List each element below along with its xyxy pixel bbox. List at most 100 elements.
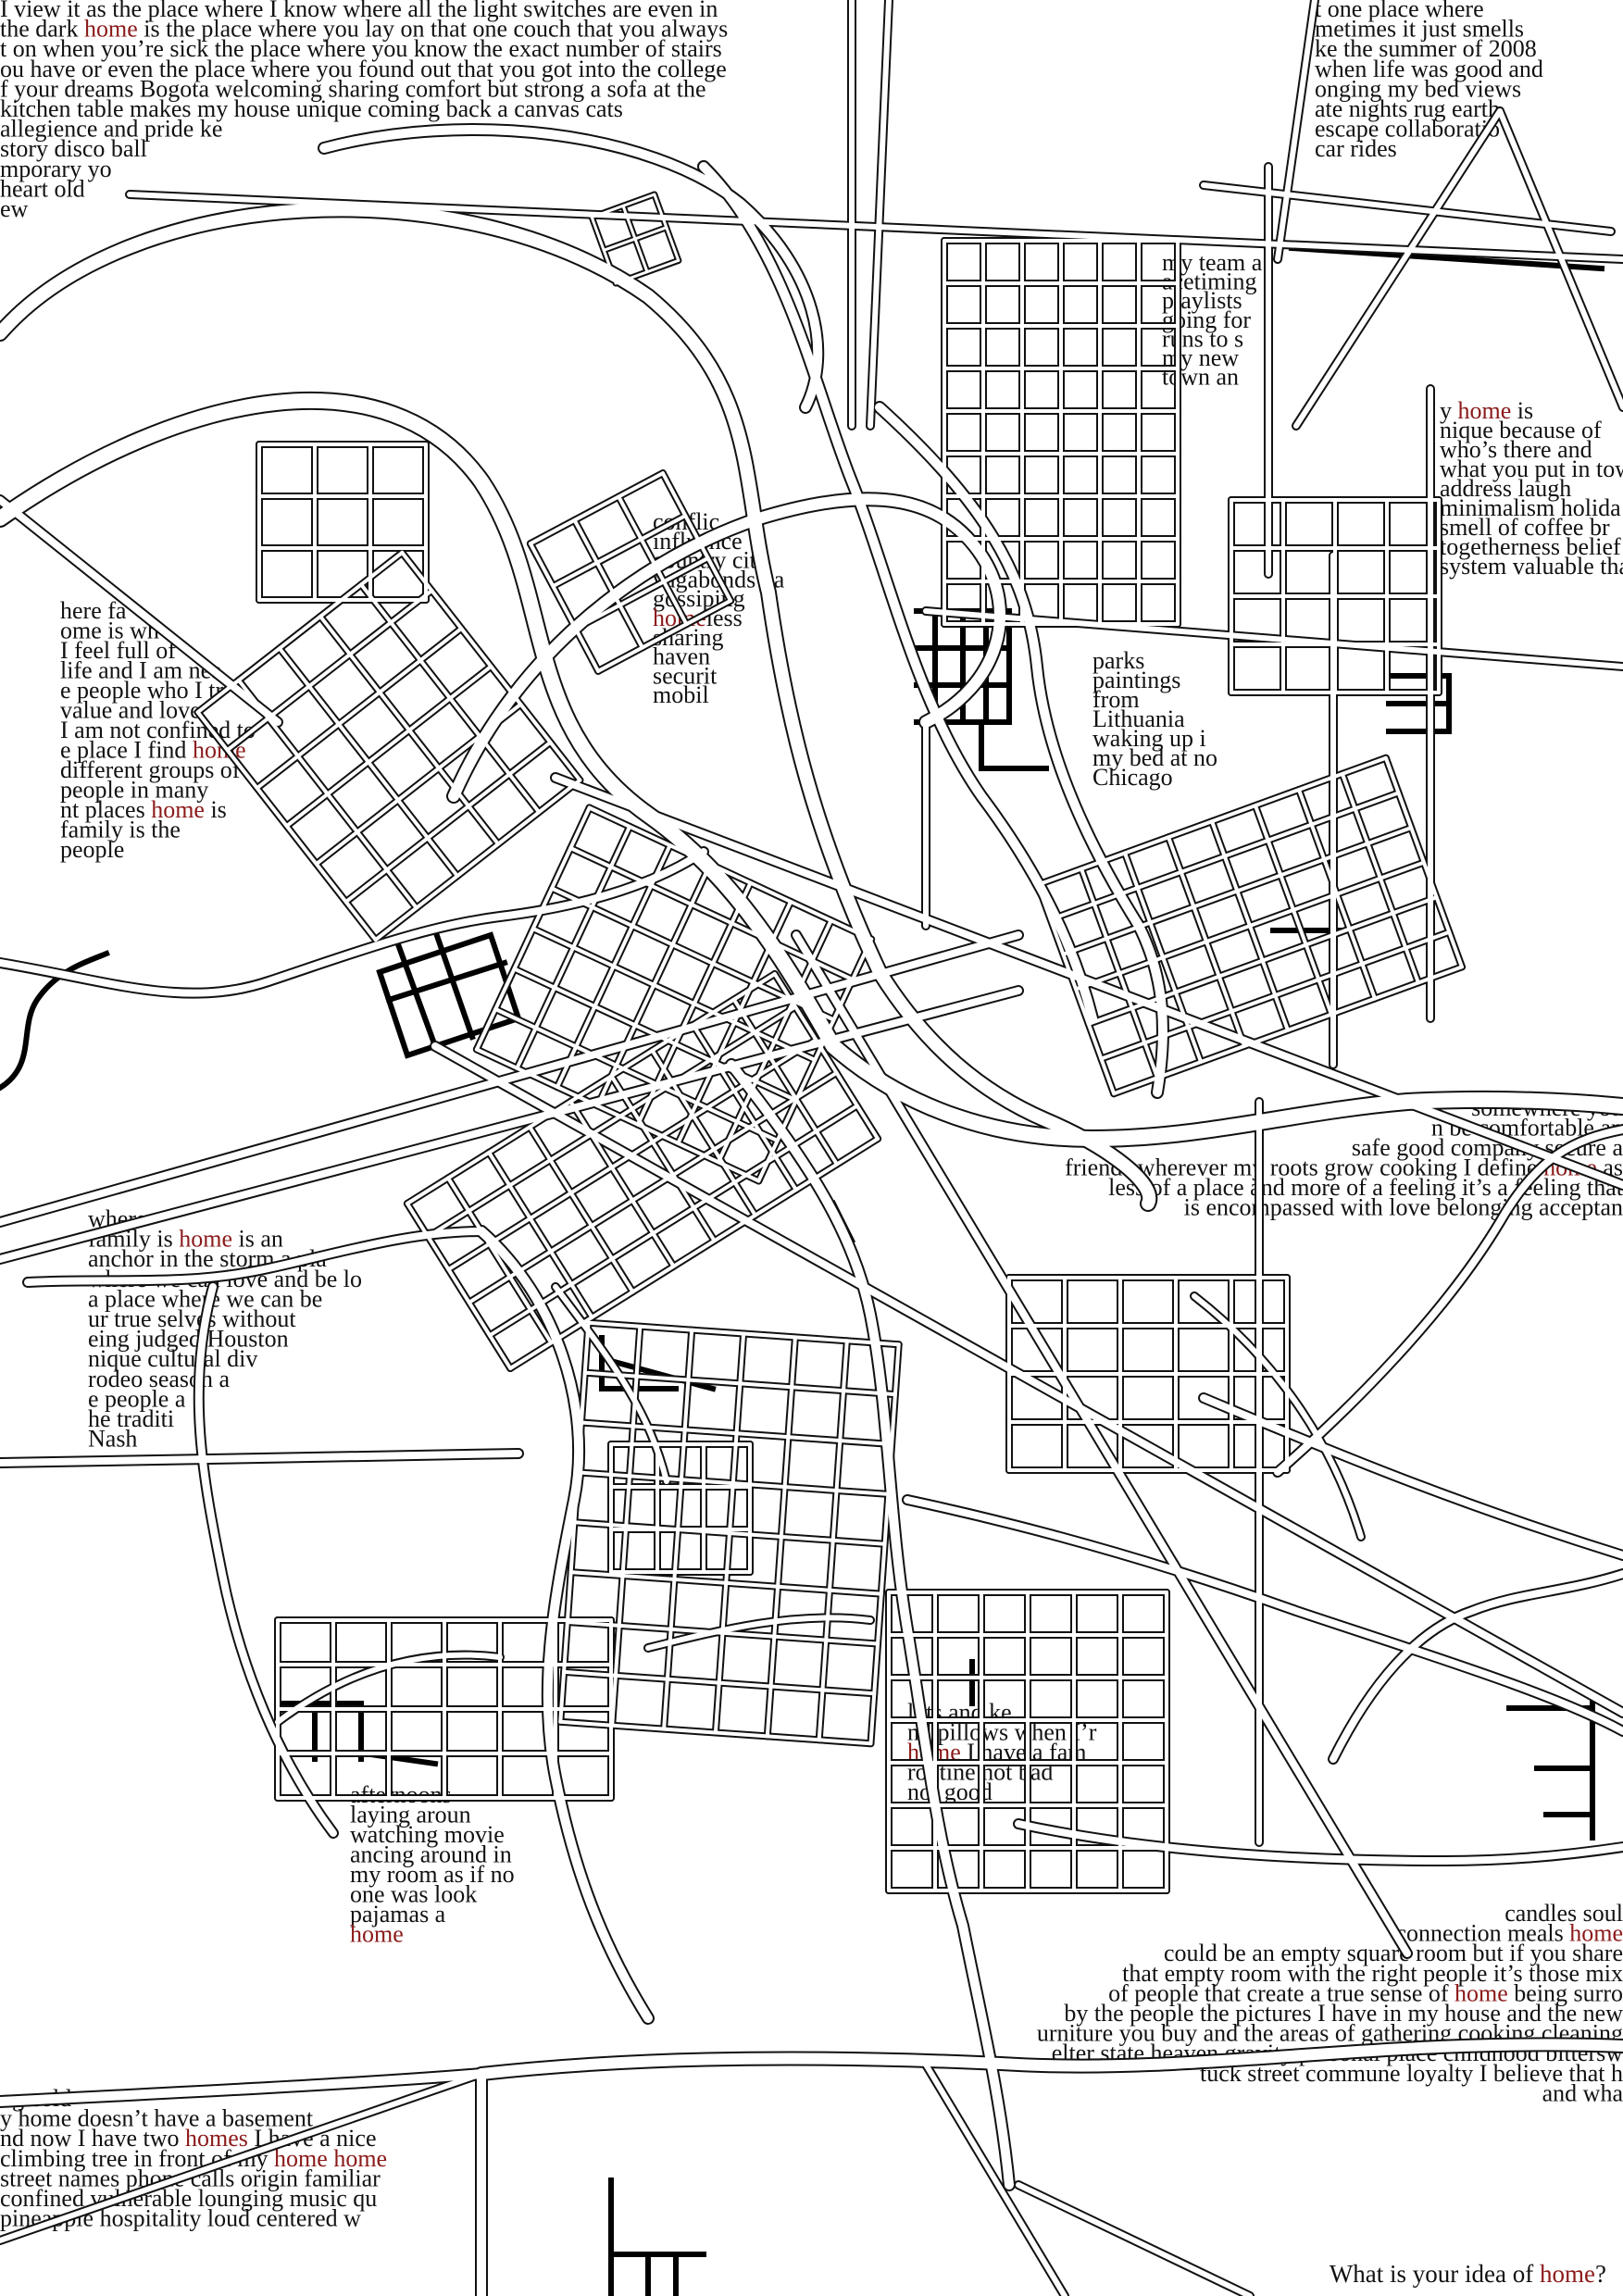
text-line: nd now I have two homes I have a nice [0, 2125, 377, 2152]
road [405, 1202, 513, 1370]
text-line: haven [653, 643, 710, 670]
road [565, 1620, 880, 1646]
road [568, 846, 855, 981]
road [1016, 2182, 1253, 2296]
text-line: heart old [0, 175, 85, 202]
caption-highlight-word: home [1540, 2260, 1596, 2288]
road [1497, 108, 1623, 410]
text-line: ate nights rug earth [1315, 95, 1500, 122]
road [579, 1420, 894, 1446]
text-line: minimalism holida [1440, 494, 1621, 521]
text-line: of people that create a true sense of ho… [1108, 1979, 1623, 2006]
road [731, 997, 839, 1167]
home-highlight: home [1569, 1920, 1623, 1947]
road [551, 514, 688, 589]
rail-line [0, 950, 110, 1092]
road [1086, 895, 1439, 1026]
road [793, 931, 1411, 1957]
road [343, 740, 553, 905]
text-line: Lithuania [1092, 705, 1185, 732]
road [0, 203, 1156, 1210]
road [448, 493, 1005, 802]
home-highlight: home [1458, 397, 1512, 424]
text-line: parks [1092, 647, 1144, 674]
text-line: address laugh [1440, 475, 1571, 502]
text-block-top-left: I view it as the place where I know wher… [0, 0, 728, 222]
text-line: waking up i [1092, 725, 1206, 752]
road [590, 193, 656, 219]
home-highlight: home [350, 1921, 404, 1948]
text-line: candles soul [1504, 1900, 1623, 1927]
road [528, 542, 601, 673]
text-line: e people a [88, 1385, 186, 1412]
road [194, 1283, 337, 1837]
road [904, 1496, 1623, 1735]
road [446, 1038, 818, 1272]
rail-line [608, 2177, 706, 2296]
road [476, 2039, 1623, 2079]
road [255, 626, 464, 791]
road [0, 987, 1022, 1263]
text-line: here fa [60, 597, 127, 624]
road [1192, 1293, 1364, 1540]
text-line: onging my bed views [1315, 75, 1521, 102]
text-line: ke the summer of 2008 [1315, 35, 1537, 62]
text-layer: I view it as the place where I know wher… [0, 0, 1623, 2232]
text-line: people in many [60, 777, 208, 804]
road [1274, 1126, 1623, 1476]
text-line: I view it as the place where I know wher… [0, 0, 718, 22]
text-line: could be an empty square room but if you… [1164, 1940, 1623, 1966]
text-line: nique because of [1440, 417, 1602, 443]
text-line: confined vulnerable lounging music qu [0, 2185, 377, 2212]
road [1201, 182, 1614, 234]
text-line: by the people the pictures I have in my … [1064, 2000, 1623, 2027]
home-highlight: home [84, 16, 138, 43]
road [650, 1048, 757, 1217]
text-line: who’s there and [1440, 436, 1592, 463]
road [195, 550, 405, 715]
text-line: securit [653, 662, 718, 689]
home-highlight: home [274, 2145, 328, 2172]
road [467, 1070, 839, 1304]
road-casing [902, 1494, 1623, 1737]
rail-line [1506, 1701, 1595, 1841]
text-line: ur true selves without [88, 1305, 296, 1332]
road [645, 1615, 873, 1651]
text-line: and wha [1542, 2079, 1623, 2106]
road [487, 1150, 594, 1319]
text-line: system valuable tha [1440, 553, 1623, 580]
rail-line [979, 719, 1049, 771]
road [1015, 1820, 1623, 1865]
road [319, 125, 823, 412]
text-line: ome is wh [60, 618, 159, 644]
road [0, 931, 1022, 1226]
rail-line [385, 927, 508, 1050]
text-line: laying aroun [350, 1802, 471, 1828]
road-casing [0, 846, 709, 999]
road [586, 1320, 901, 1347]
road [528, 471, 665, 546]
road [1330, 1570, 1623, 1763]
road [617, 494, 689, 627]
home-highlight: home [333, 2145, 387, 2172]
text-line: my bed at no [1092, 744, 1217, 771]
road [474, 1047, 761, 1183]
road [660, 471, 733, 603]
text-line: e people who I tr [60, 677, 224, 704]
road [602, 226, 668, 252]
home-highlight: home [1454, 1979, 1508, 2006]
text-line: f your dreams Bogota welcoming sharing c… [0, 75, 705, 102]
text-line: value and love [60, 697, 201, 724]
text-line: y home doesn’t have a basement [0, 2105, 314, 2132]
road [284, 664, 493, 829]
text-line: smell of coffee br [1440, 514, 1610, 541]
text-line: watching movie [350, 1821, 505, 1848]
text-line: y home is [1440, 397, 1533, 424]
